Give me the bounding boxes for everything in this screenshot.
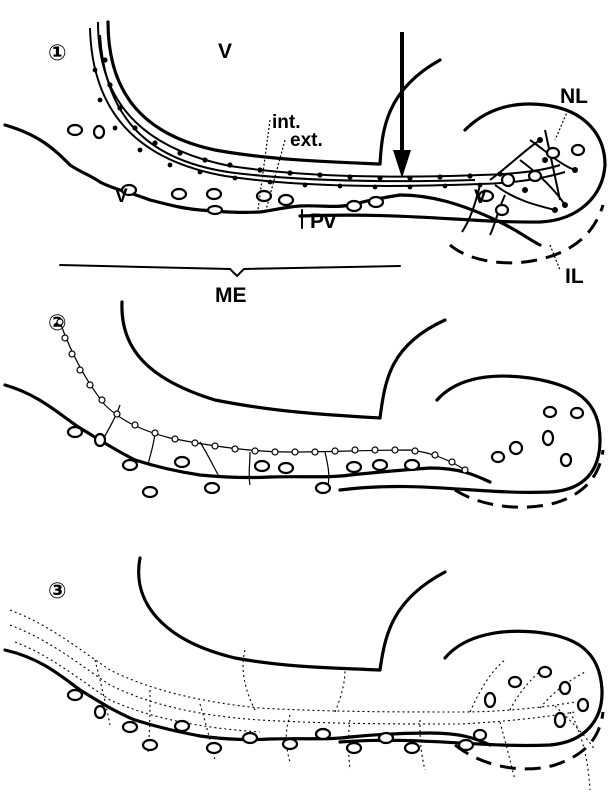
neural-lobe-label: NL <box>560 85 588 108</box>
panel-2-ventricle-wall <box>122 302 445 418</box>
median-eminence-border <box>5 125 400 212</box>
intermediate-lobe-label: IL <box>565 265 584 288</box>
stalk-arrowhead <box>393 150 411 178</box>
portal-vessels-label: Pv <box>310 210 336 233</box>
panel-2: ② <box>5 302 603 507</box>
panel-1: ① V <box>5 22 605 307</box>
panel-2-branch-d <box>249 452 250 485</box>
median-eminence-label: ME <box>215 284 247 307</box>
panel-3-ventricle-wall <box>139 558 445 670</box>
panel-2-branch-e <box>325 452 329 485</box>
panel-1-number: ① <box>48 40 67 65</box>
median-eminence-bracket <box>60 265 400 276</box>
ventricle-label: V <box>218 40 232 63</box>
nl-leader <box>555 110 568 140</box>
panel-3: ③ <box>5 558 603 790</box>
external-zone-label: ext. <box>290 130 323 151</box>
intermediate-lobe-edge <box>450 205 603 263</box>
panel-3-branches <box>95 650 595 790</box>
vessel-label-left: V <box>115 186 128 207</box>
panel-3-number: ③ <box>48 578 67 603</box>
panel-2-axon-main <box>60 322 465 470</box>
ventricle-wall <box>108 22 440 164</box>
panel-2-il-edge <box>455 450 603 507</box>
vessel-label-right: V <box>474 187 487 208</box>
